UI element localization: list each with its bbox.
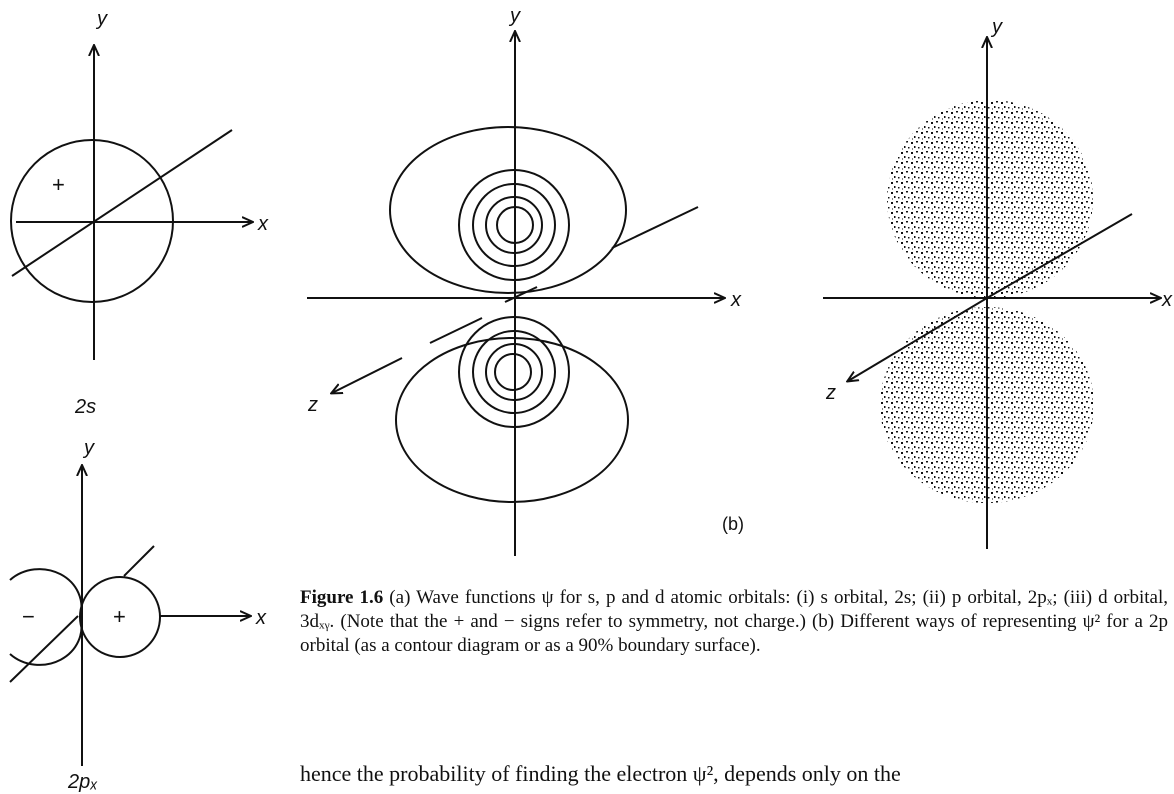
contour-upper-ring-2: [485, 196, 543, 254]
body-paragraph: hence the probability of finding the ele…: [300, 761, 901, 786]
contour-lower-ring-3: [472, 330, 556, 414]
figure-caption: Figure 1.6 (a) Wave functions ψ for s, p…: [300, 586, 1168, 658]
2px-label: 2pₓ: [67, 771, 98, 793]
boundary-x-label: x: [1161, 289, 1173, 311]
2px-y-label: y: [82, 437, 95, 459]
boundary-z-axis-near: [848, 297, 988, 381]
2s-plus-sign: +: [52, 172, 65, 197]
contour-z-axis-near: [429, 317, 483, 344]
2px-z-axis-lower: [9, 615, 79, 683]
contour-z-label: z: [307, 394, 318, 416]
2s-x-label: x: [257, 213, 269, 235]
contour-upper-outer: [389, 126, 627, 294]
contour-diagram: y x z (b): [307, 5, 744, 556]
contour-upper-ring-1: [496, 206, 534, 244]
caption-text: (a) Wave functions ψ for s, p and d atom…: [300, 587, 1168, 656]
orbital-2s-diagram: y x + 2s: [10, 8, 269, 418]
orbital-2px-diagram: y x + − 2pₓ: [9, 437, 267, 793]
figure-number: Figure 1.6: [300, 587, 384, 608]
boundary-y-label: y: [990, 16, 1003, 38]
contour-z-axis-mid: [504, 286, 538, 303]
2px-z-axis-upper: [123, 545, 155, 577]
contour-upper-ring-4: [458, 169, 570, 281]
2s-orbital-circle: [10, 139, 174, 303]
part-b-label: (b): [722, 514, 744, 534]
contour-x-label: x: [730, 289, 742, 311]
2px-negative-lobe: [9, 568, 83, 666]
boundary-upper-lobe: [887, 100, 1093, 298]
2px-x-label: x: [255, 607, 267, 629]
contour-lower-ring-1: [494, 353, 532, 391]
2s-label: 2s: [74, 396, 96, 418]
contour-z-axis-far: [611, 206, 699, 249]
boundary-z-axis-far: [986, 213, 1133, 299]
2s-y-label: y: [95, 8, 108, 30]
boundary-surface-diagram: y x z: [823, 16, 1173, 549]
2px-plus-sign: +: [113, 604, 126, 629]
contour-lower-ring-4: [458, 316, 570, 428]
contour-z-axis-end: [332, 357, 403, 393]
contour-upper-ring-3: [472, 183, 556, 267]
contour-y-label: y: [508, 5, 521, 27]
2s-z-axis: [11, 129, 233, 277]
2px-minus-sign: −: [22, 604, 35, 629]
boundary-z-label: z: [825, 382, 836, 404]
contour-lower-ring-2: [485, 343, 543, 401]
contour-lower-outer: [395, 337, 629, 503]
